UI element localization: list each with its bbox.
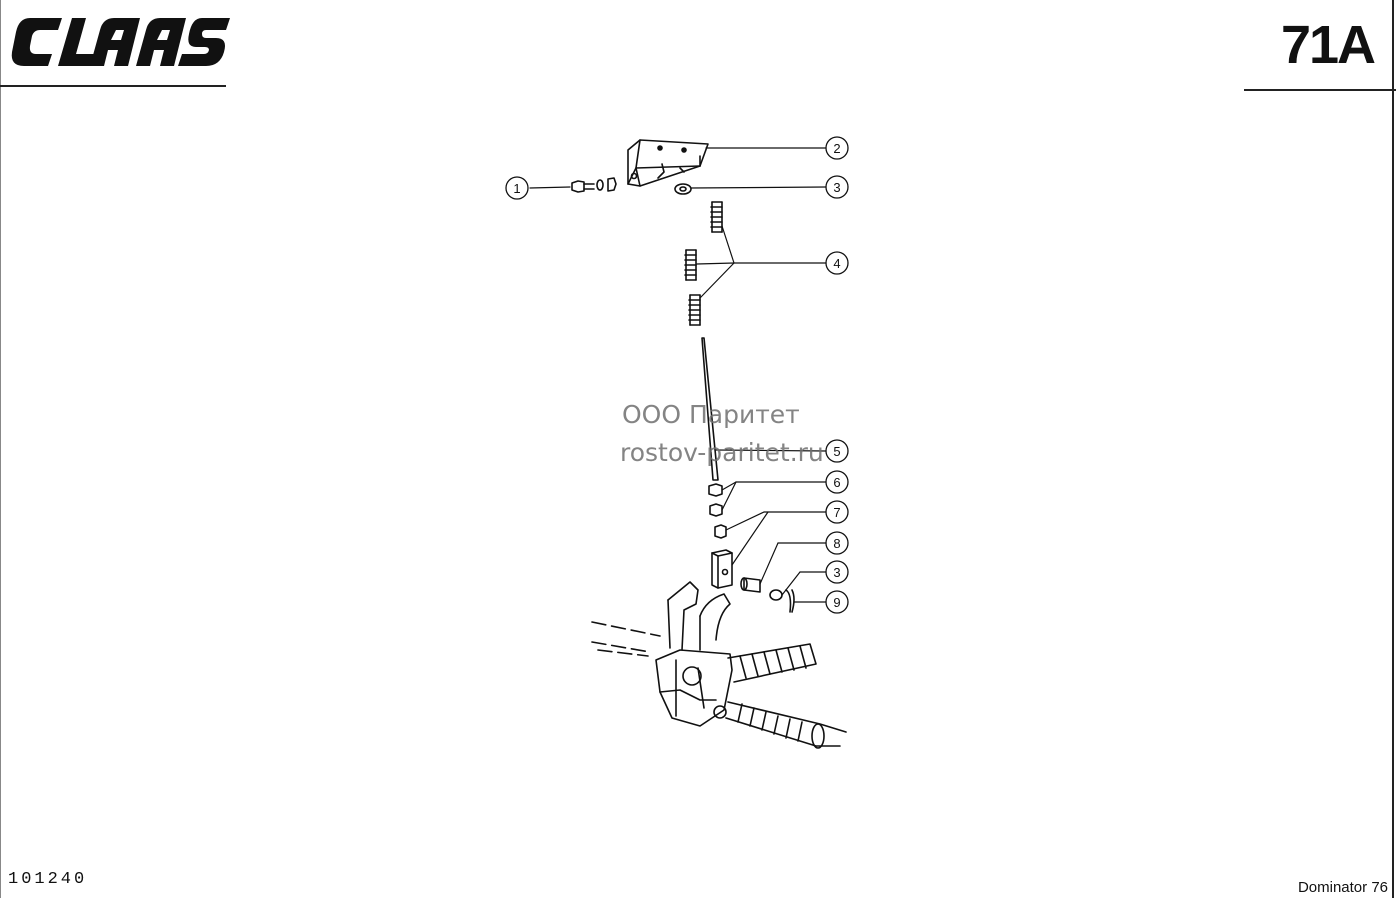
- callout-1: 1: [513, 181, 520, 196]
- rod: [701, 337, 719, 481]
- claas-logo: [11, 18, 230, 66]
- logo-underline: [0, 85, 226, 87]
- callout-5: 5: [833, 444, 840, 459]
- bracket-part: [627, 139, 709, 187]
- callout-4: 4: [833, 256, 840, 271]
- threaded-shafts: [725, 643, 847, 749]
- springs: [684, 201, 723, 326]
- leader-lines: [529, 147, 827, 603]
- callout-7: 7: [833, 505, 840, 520]
- nuts: [708, 483, 723, 517]
- pin-assembly: [740, 577, 795, 613]
- watermark-company: ООО Паритет: [622, 400, 800, 429]
- page-number: 71A: [1280, 15, 1376, 75]
- washer-top: [674, 183, 692, 195]
- page-number-underline: [1244, 89, 1396, 91]
- callout-6: 6: [833, 475, 840, 490]
- callout-3-lower: 3: [833, 565, 840, 580]
- nut-7: [714, 524, 727, 539]
- watermark-website: rostov-paritet.ru: [620, 438, 824, 467]
- callout-8: 8: [833, 536, 840, 551]
- clevis: [711, 549, 733, 589]
- bolt-assembly: [571, 177, 617, 193]
- callout-circles: [505, 136, 849, 614]
- callout-3: 3: [833, 180, 840, 195]
- callout-9: 9: [833, 595, 840, 610]
- callout-2: 2: [833, 141, 840, 156]
- model-name: Dominator 76: [1297, 879, 1388, 896]
- lever-mechanism: [591, 581, 733, 727]
- document-code: 101240: [8, 870, 88, 889]
